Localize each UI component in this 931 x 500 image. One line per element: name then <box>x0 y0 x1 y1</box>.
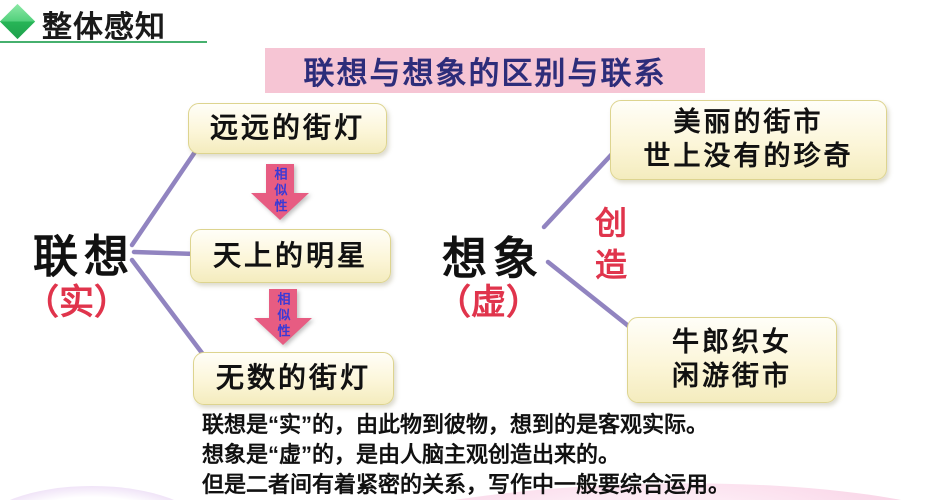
arrow-shaft <box>266 164 294 193</box>
section-title: 整体感知 <box>42 11 166 44</box>
title-banner: 联想与想象的区别与联系 <box>265 48 705 93</box>
summary-line-2: 想象是“虚”的，是由人脑主观创造出来的。 <box>202 442 621 467</box>
node-box-text-line1: 牛郎织女 <box>672 327 792 358</box>
summary-notes: 联想是“实”的，由此物到彼物，想到的是客观实际。 想象是“虚”的，是由人脑主观创… <box>202 410 730 500</box>
similarity-label: 相似性 <box>275 292 291 340</box>
node-box-street-lamps-far: 远远的街灯 <box>188 103 387 154</box>
arrow-shaft <box>269 289 297 318</box>
connector-lianxiang-box1 <box>129 146 200 248</box>
similarity-arrow-1: 相似性 <box>251 164 309 220</box>
sublabel-xu: （虚） <box>436 283 542 322</box>
node-box-text-line2: 世上没有的珍奇 <box>643 141 854 171</box>
node-box-text-line1: 美丽的街市 <box>673 107 824 138</box>
arrow-head-icon <box>254 318 312 345</box>
summary-line-3: 但是二者间有着紧密的关系，写作中一般要综合运用。 <box>202 472 731 497</box>
node-box-stars-in-sky: 天上的明星 <box>190 229 391 283</box>
diamond-bullet-icon <box>0 3 36 40</box>
node-box-text: 远远的街灯 <box>209 113 365 144</box>
summary-line-1: 联想是“实”的，由此物到彼物，想到的是客观实际。 <box>202 412 709 437</box>
node-box-text: 天上的明星 <box>212 240 368 272</box>
node-box-text: 无数的街灯 <box>215 363 371 394</box>
label-chuangzao: 创造 <box>591 206 627 290</box>
node-box-text-line2: 闲游街市 <box>672 361 792 391</box>
similarity-label: 相似性 <box>272 167 288 215</box>
connector-lianxiang-box2 <box>131 249 199 257</box>
node-box-cowherd-weaver: 牛郎织女 闲游街市 <box>627 317 837 403</box>
arrow-head-icon <box>251 193 309 220</box>
slide-title: 联想与想象的区别与联系 <box>303 56 667 91</box>
section-header: 整体感知 <box>0 0 230 46</box>
sublabel-shi: （实） <box>24 283 130 322</box>
label-xiangxiang: 想象 <box>442 234 545 284</box>
node-box-beautiful-street: 美丽的街市 世上没有的珍奇 <box>610 100 887 180</box>
decorative-ellipse-left <box>0 486 202 500</box>
section-underline <box>0 41 207 43</box>
node-box-countless-lamps: 无数的街灯 <box>193 352 394 405</box>
label-lianxiang: 联想 <box>33 232 136 282</box>
similarity-arrow-2: 相似性 <box>254 289 312 345</box>
